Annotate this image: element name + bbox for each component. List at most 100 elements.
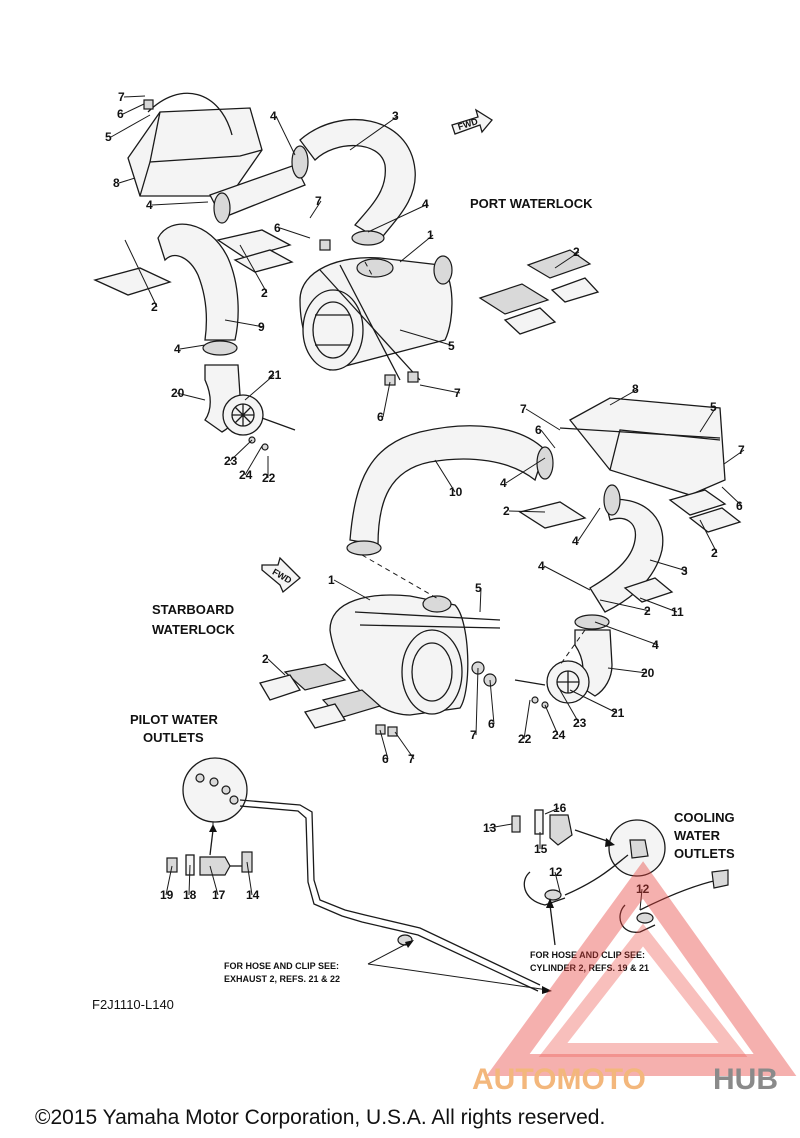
- cooling-water-outlets: [511, 809, 729, 946]
- callout-leader: [349, 115, 399, 151]
- callout-leader: [165, 865, 173, 896]
- clamp-4-f: [536, 446, 554, 480]
- callout-2: 2: [262, 652, 269, 666]
- callout-leader: [525, 408, 561, 431]
- callout-5: 5: [475, 581, 482, 595]
- callout-leader: [488, 823, 513, 829]
- callout-leader: [179, 344, 206, 350]
- callout-leader: [246, 861, 253, 896]
- heading-cooling-3: OUTLETS: [674, 846, 735, 861]
- callout-9: 9: [258, 320, 265, 334]
- callout-leader: [609, 388, 639, 406]
- callout-6: 6: [117, 107, 124, 121]
- clamp-4-c: [351, 230, 385, 246]
- hose-12-a: [564, 854, 629, 896]
- leader-lines: [110, 95, 745, 911]
- callout-16: 16: [553, 801, 567, 815]
- svg-text:HUB: HUB: [713, 1063, 778, 1096]
- callout-leader: [639, 597, 678, 613]
- callout-7: 7: [118, 90, 125, 104]
- elbow-3-port: [299, 119, 416, 241]
- callout-leader: [523, 699, 531, 740]
- callout-4: 4: [572, 534, 579, 548]
- note-cylinder-1: FOR HOSE AND CLIP SEE:: [530, 950, 645, 960]
- callout-8: 8: [113, 176, 120, 190]
- callout-3: 3: [681, 564, 688, 578]
- diagram-code: F2J1110-L140: [92, 997, 174, 1012]
- note-cylinder-2: CYLINDER 2, REFS. 19 & 21: [530, 963, 649, 973]
- waterlock-1-port: [299, 255, 453, 371]
- callout-leader: [554, 871, 561, 893]
- copyright-text: ©2015 Yamaha Motor Corporation, U.S.A. A…: [35, 1106, 605, 1129]
- strap-5-starboard-b: [354, 611, 501, 621]
- callout-leader: [489, 679, 495, 725]
- callout-leader: [505, 457, 546, 484]
- callout-4: 4: [538, 559, 545, 573]
- callout-leader: [540, 429, 556, 449]
- callout-21: 21: [611, 706, 625, 720]
- callout-leader: [275, 115, 296, 156]
- callout-7: 7: [315, 194, 322, 208]
- heading-cooling-1: COOLING: [674, 810, 735, 825]
- callout-leader: [176, 392, 206, 401]
- callout-7: 7: [470, 728, 477, 742]
- elbow-11: [589, 498, 664, 613]
- heading-pilot-2: OUTLETS: [143, 730, 204, 745]
- callout-6: 6: [488, 717, 495, 731]
- starboard-waterlock-assembly: [259, 397, 742, 737]
- callout-2: 2: [711, 546, 718, 560]
- callout-leader: [124, 239, 158, 308]
- watermark-logo: [486, 861, 797, 1076]
- callout-leader: [721, 486, 743, 507]
- callout-10: 10: [449, 485, 463, 499]
- clip-6-port: [143, 99, 154, 110]
- callout-leader: [544, 807, 560, 815]
- callout-17: 17: [212, 888, 226, 902]
- port-waterlock-assembly: [93, 92, 600, 451]
- callout-5: 5: [710, 400, 717, 414]
- callout-15: 15: [534, 842, 548, 856]
- callout-leader: [594, 621, 659, 646]
- fitting-16: [549, 814, 573, 846]
- pilot-hose: [239, 799, 541, 986]
- hose-12-b: [639, 879, 719, 911]
- callout-5: 5: [448, 339, 455, 353]
- heading-starboard-1: STARBOARD: [152, 602, 234, 617]
- clamp-4-e: [346, 540, 382, 556]
- callout-7: 7: [520, 402, 527, 416]
- callout-leader: [475, 667, 479, 736]
- callout-24: 24: [239, 468, 253, 482]
- pad-2-d: [283, 663, 347, 691]
- callout-7: 7: [408, 752, 415, 766]
- callout-leader: [379, 729, 389, 760]
- callout-leader: [333, 579, 371, 601]
- callout-19: 19: [160, 888, 174, 902]
- callout-1: 1: [328, 573, 335, 587]
- callout-leader: [569, 689, 618, 714]
- pad-2-a: [93, 267, 172, 296]
- callout-leader: [367, 203, 429, 233]
- callout-13: 13: [483, 821, 497, 835]
- callout-23: 23: [573, 716, 587, 730]
- callout-leader: [723, 449, 745, 465]
- callout-leader: [699, 519, 718, 554]
- cover-8-port: [127, 107, 263, 197]
- callout-leader: [244, 374, 275, 401]
- callout-leader: [382, 381, 391, 418]
- callout-leader: [639, 888, 643, 911]
- fitting-17: [199, 856, 231, 876]
- strap-5-port: [147, 92, 233, 136]
- callout-leader: [309, 200, 322, 219]
- pad-2-e: [518, 501, 587, 529]
- callout-1: 1: [427, 228, 434, 242]
- pad-2-b: [216, 229, 292, 259]
- bolt-22-port: [261, 417, 296, 431]
- callout-leader: [118, 177, 136, 184]
- callout-leader: [229, 439, 253, 462]
- fwd-arrow-starboard: FWD: [261, 556, 301, 594]
- callout-6: 6: [535, 423, 542, 437]
- cover-8-starboard: [569, 397, 726, 496]
- callout-12: 12: [549, 865, 563, 879]
- callout-leader: [607, 667, 648, 674]
- heading-starboard-2: WATERLOCK: [152, 622, 235, 637]
